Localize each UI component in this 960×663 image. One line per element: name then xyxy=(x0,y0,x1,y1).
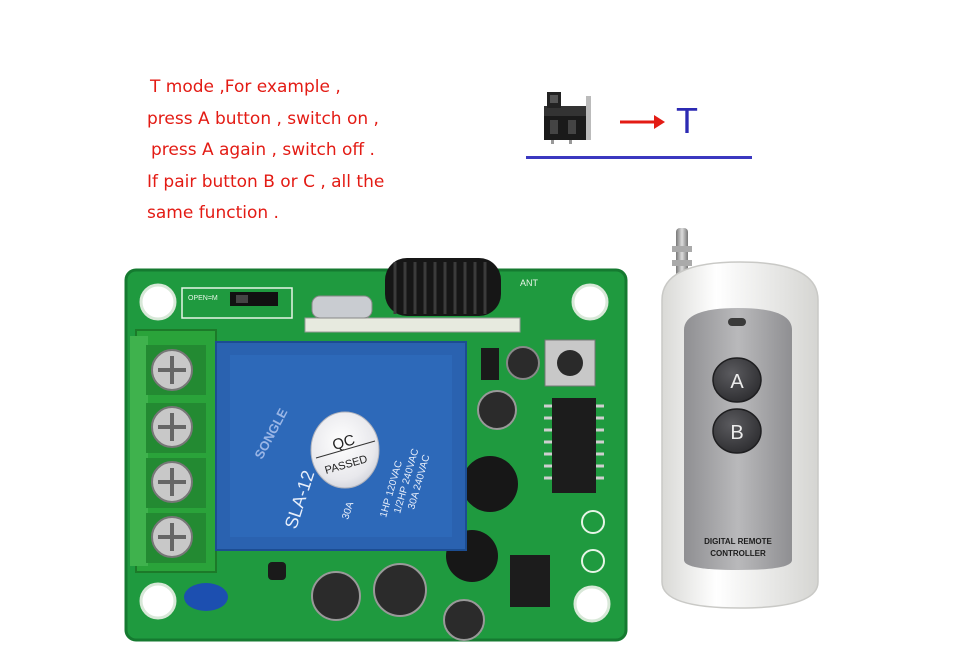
qc-passed-badge: QC PASSED xyxy=(310,411,380,489)
instruction-line-4: If pair button B or C , all the xyxy=(147,171,385,192)
divider-line xyxy=(526,156,752,159)
ant-label: ANT xyxy=(520,278,539,288)
pcb-label: OPEN=M xyxy=(188,295,218,302)
instruction-line-1: T mode ,For example , xyxy=(150,77,341,97)
button-b-label: B xyxy=(730,422,743,444)
remote-label-line2: CONTROLLER xyxy=(710,549,766,558)
remote-label-line1: DIGITAL REMOTE xyxy=(704,537,772,546)
button-b[interactable]: B xyxy=(712,408,762,454)
instruction-line-5: same function . xyxy=(147,203,279,223)
mode-letter: T xyxy=(676,100,698,141)
relay: SONGLE SLA-12 30A 1HP 120VAC 1/2HP 240VA… xyxy=(215,341,467,551)
terminal-block xyxy=(130,329,217,573)
jumper-mode-legend: T xyxy=(520,86,760,166)
instruction-text: T mode ,For example , press A button , s… xyxy=(140,72,384,230)
relay-rating: 30A xyxy=(340,500,356,521)
remote-control: A B DIGITAL REMOTE CONTROLLER xyxy=(661,228,819,609)
coil-antenna xyxy=(385,258,501,316)
instruction-line-3: press A again , switch off . xyxy=(151,140,375,160)
button-a[interactable]: A xyxy=(712,357,762,403)
button-a-label: A xyxy=(730,371,744,393)
jumper-icon xyxy=(544,92,665,144)
instruction-line-2: press A button , switch on , xyxy=(147,108,379,129)
